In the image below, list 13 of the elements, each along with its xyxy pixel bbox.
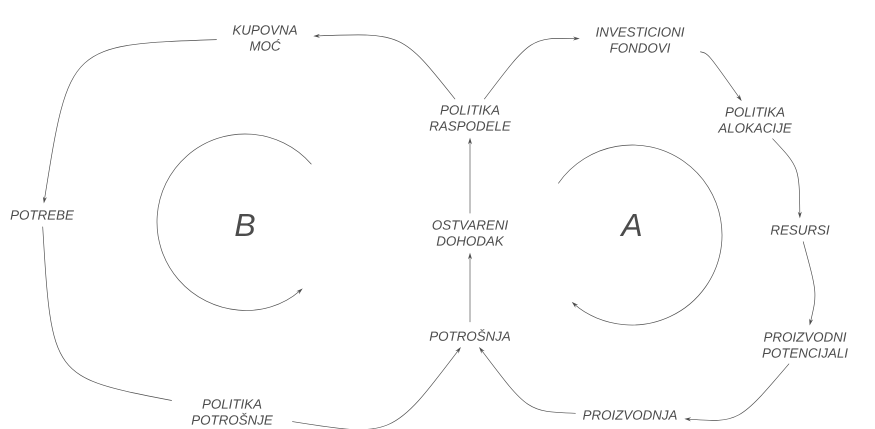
node-label: RESURSI [770,225,830,235]
node-label: POLITIKA ALOKACIJE [718,107,792,133]
node-label: POLITIKA RASPODELE [430,105,511,131]
node-label: INVESTICIONI FONDOVI [596,27,684,53]
node-label: POTREBE [10,210,74,220]
node-label: KUPOVNA MOĆ [232,25,297,51]
loop-letter: B [235,214,255,236]
node-label: PROIZVODNI POTENCIJALI [762,332,848,358]
node-label: POLITIKA POTROŠNJE [192,399,273,425]
node-label: POTROŠNJA [430,329,510,341]
node-label: OSTVARENI DOHODAK [432,220,508,246]
node-label: PROIZVODNJA [583,410,677,420]
loop-letter: A [620,214,641,236]
